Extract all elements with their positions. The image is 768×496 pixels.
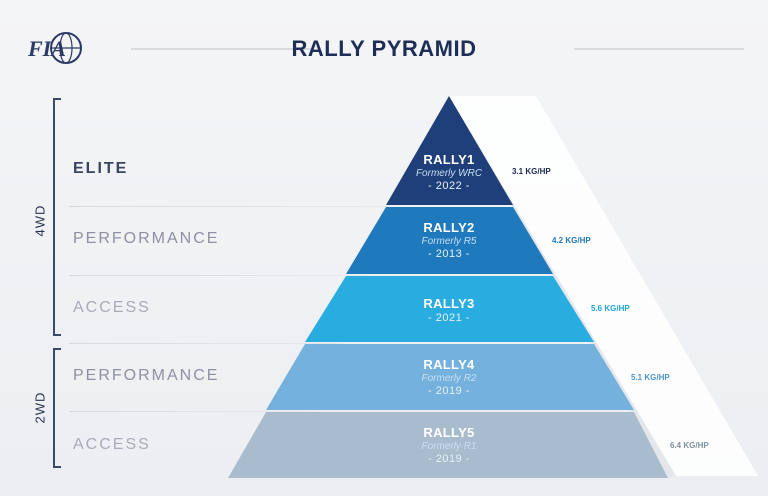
row-divider xyxy=(69,411,319,412)
tier-rally3-shape xyxy=(305,276,594,342)
tier-name: RALLY3 xyxy=(423,296,475,311)
tier-rally3: RALLY3 - 2021 - xyxy=(389,296,509,324)
fia-logo: FIA xyxy=(27,32,82,64)
tier-rally4: RALLY4 Formerly R2 - 2019 - xyxy=(389,357,509,397)
globe-icon xyxy=(50,32,82,64)
tier-year: - 2022 - xyxy=(428,180,470,192)
tier-rally1: RALLY1 Formerly WRC - 2022 - xyxy=(389,152,509,192)
axis-2wd-tick-top xyxy=(53,348,61,350)
tier-name: RALLY5 xyxy=(423,425,475,440)
tier-rally1-shape xyxy=(386,96,513,205)
tier-name: RALLY1 xyxy=(423,152,475,167)
level-label-access-4wd: ACCESS xyxy=(73,299,151,316)
row-divider xyxy=(69,206,389,207)
logo-text: FIA xyxy=(27,36,66,61)
row-divider xyxy=(69,275,369,276)
tier-formerly: Formerly R5 xyxy=(421,236,477,247)
tier-formerly: Formerly R1 xyxy=(421,441,477,452)
level-label-elite: ELITE xyxy=(73,160,129,177)
tier-formerly: Formerly WRC xyxy=(415,168,483,179)
tier-formerly: Formerly R2 xyxy=(421,373,477,384)
page-title: RALLY PYRAMID xyxy=(291,36,477,61)
ratio-rally1: 3.1 KG/HP xyxy=(512,167,551,176)
title-rule-right xyxy=(574,48,744,50)
level-label-performance-4wd: PERFORMANCE xyxy=(73,230,220,247)
axis-4wd-tick-top xyxy=(53,98,61,100)
axis-4wd xyxy=(53,98,55,336)
ratio-rally5: 6.4 KG/HP xyxy=(670,441,709,450)
tier-year: - 2021 - xyxy=(428,312,470,324)
axis-2wd xyxy=(53,348,55,468)
row-divider xyxy=(69,343,344,344)
level-label-performance-2wd: PERFORMANCE xyxy=(73,367,220,384)
tier-rally5: RALLY5 Formerly R1 - 2019 - xyxy=(389,425,509,465)
tier-rally5-shape xyxy=(228,412,668,478)
tier-year: - 2013 - xyxy=(428,248,470,260)
pyramid-shadow-face xyxy=(449,96,758,476)
title-rule-left xyxy=(131,48,312,50)
pyramid-shadow-edge xyxy=(449,96,676,478)
ratio-rally2: 4.2 KG/HP xyxy=(552,236,591,245)
tier-rally2-shape xyxy=(346,207,553,274)
tier-rally4-shape xyxy=(266,344,634,410)
ratio-rally3: 5.6 KG/HP xyxy=(591,304,630,313)
axis-4wd-tick-bottom xyxy=(53,334,61,336)
level-label-access-2wd: ACCESS xyxy=(73,436,151,453)
tier-year: - 2019 - xyxy=(428,453,470,465)
axis-2wd-tick-bottom xyxy=(53,466,61,468)
tier-name: RALLY2 xyxy=(423,220,475,235)
tier-rally2: RALLY2 Formerly R5 - 2013 - xyxy=(389,220,509,260)
ratio-rally4: 5.1 KG/HP xyxy=(631,373,670,382)
tier-year: - 2019 - xyxy=(428,385,470,397)
tier-name: RALLY4 xyxy=(423,357,475,372)
